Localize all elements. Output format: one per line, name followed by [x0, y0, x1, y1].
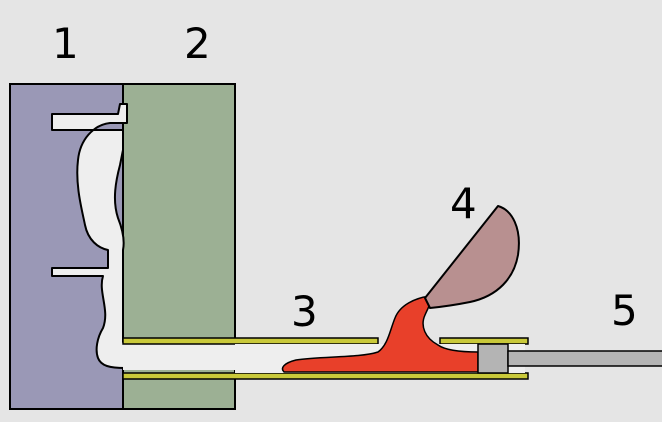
plunger-head [477, 343, 509, 374]
shot-sleeve-top-right [439, 337, 529, 345]
molten-metal [281, 295, 479, 373]
label-5: 5 [611, 286, 638, 335]
ladle [424, 205, 520, 309]
label-3: 3 [291, 287, 318, 336]
label-2: 2 [184, 19, 211, 68]
shot-sleeve-bottom [122, 372, 529, 380]
label-4: 4 [450, 179, 477, 228]
mold-cavity [51, 103, 281, 369]
plunger-rod [507, 350, 662, 367]
shot-sleeve-top-left [122, 337, 379, 345]
label-1: 1 [52, 19, 79, 68]
